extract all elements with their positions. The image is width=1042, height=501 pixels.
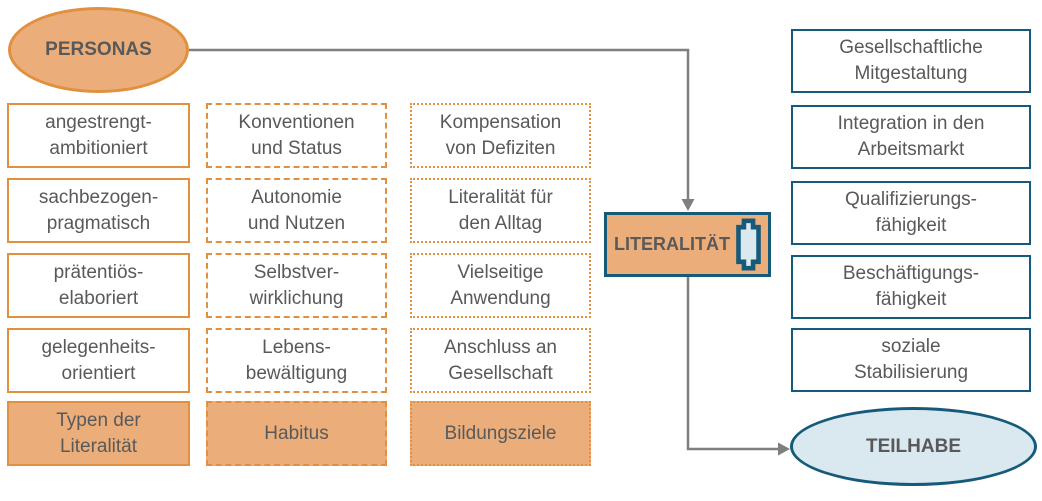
habitus-label: Selbstver- wirklichung	[249, 261, 344, 309]
personas-node: PERSONAS	[8, 7, 189, 93]
column-footer-habitus-label: Habitus	[264, 422, 329, 444]
bildungsziel-box: Anschluss an Gesellschaft	[410, 328, 591, 393]
literalitaet-label: LITERALITÄT	[614, 234, 730, 254]
teilhabe-node: TEILHABE	[790, 407, 1037, 486]
teilhabe-label: TEILHABE	[866, 435, 961, 457]
habitus-box: Autonomie und Nutzen	[206, 178, 387, 243]
literalitaet-node: LITERALITÄT	[604, 212, 771, 277]
bildungsziel-box: Vielseitige Anwendung	[410, 253, 591, 318]
literality-type-label: sachbezogen- pragmatisch	[38, 186, 159, 234]
literality-type-label: gelegenheits- orientiert	[41, 336, 156, 384]
bildungsziel-box: Literalität für den Alltag	[410, 178, 591, 243]
outcome-label: Beschäftigungs- fähigkeit	[842, 263, 980, 310]
outcome-label: Gesellschaftliche Mitgestaltung	[839, 37, 983, 84]
outcome-box: soziale Stabilisierung	[791, 328, 1031, 392]
scroll-icon	[736, 218, 761, 271]
personas-label: PERSONAS	[45, 39, 152, 60]
literality-type-box: gelegenheits- orientiert	[7, 328, 190, 393]
outcome-box: Beschäftigungs- fähigkeit	[791, 255, 1031, 319]
literality-type-label: prätentiös- elaboriert	[53, 261, 144, 309]
habitus-label: Konventionen und Status	[238, 111, 355, 159]
arrowhead-down-icon	[681, 199, 695, 211]
literality-type-label: angestrengt- ambitioniert	[45, 111, 152, 159]
column-footer-typen: Typen der Literalität	[7, 401, 190, 466]
bildungsziel-label: Anschluss an Gesellschaft	[443, 336, 557, 384]
bildungsziel-box: Kompensation von Defiziten	[410, 103, 591, 168]
habitus-label: Autonomie und Nutzen	[247, 186, 346, 234]
column-footer-typen-label: Typen der Literalität	[56, 409, 141, 457]
habitus-label: Lebens- bewältigung	[245, 336, 348, 384]
arrow-personas-to-literalitaet	[189, 48, 690, 200]
literality-type-box: sachbezogen- pragmatisch	[7, 178, 190, 243]
outcome-label: Qualifizierungs- fähigkeit	[845, 189, 977, 236]
outcome-box: Gesellschaftliche Mitgestaltung	[791, 29, 1031, 93]
arrowhead-right-icon	[778, 442, 790, 456]
literality-type-box: angestrengt- ambitioniert	[7, 103, 190, 168]
bildungsziel-label: Vielseitige Anwendung	[450, 261, 551, 309]
habitus-box: Selbstver- wirklichung	[206, 253, 387, 318]
outcome-box: Integration in den Arbeitsmarkt	[791, 105, 1031, 169]
outcome-label: soziale Stabilisierung	[853, 336, 969, 383]
habitus-box: Lebens- bewältigung	[206, 328, 387, 393]
habitus-box: Konventionen und Status	[206, 103, 387, 168]
column-footer-bildungsziele: Bildungsziele	[410, 401, 591, 466]
column-footer-bildungsziele-label: Bildungsziele	[444, 422, 557, 444]
outcome-label: Integration in den Arbeitsmarkt	[837, 113, 985, 160]
bildungsziel-label: Kompensation von Defiziten	[439, 111, 562, 159]
outcome-box: Qualifizierungs- fähigkeit	[791, 181, 1031, 245]
bildungsziel-label: Literalität für den Alltag	[448, 186, 553, 234]
literality-type-box: prätentiös- elaboriert	[7, 253, 190, 318]
column-footer-habitus: Habitus	[206, 401, 387, 466]
arrow-literalitaet-to-teilhabe	[686, 277, 779, 451]
